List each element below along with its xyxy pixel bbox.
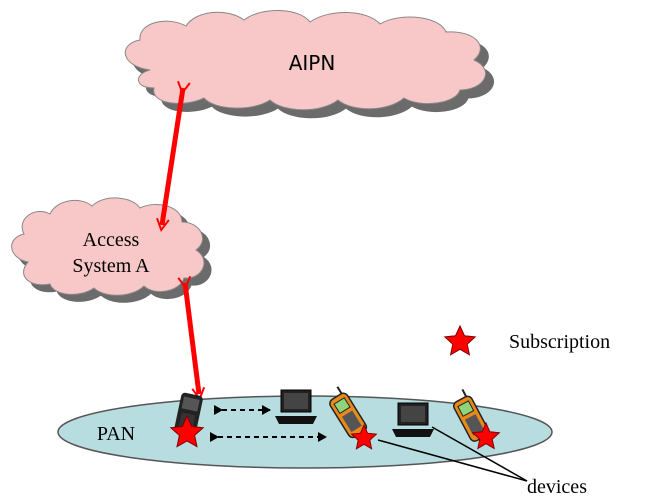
star-icon (350, 423, 378, 450)
star-icon (169, 414, 205, 448)
link-aipn-to-access (162, 88, 183, 225)
mobile-phone-icon (329, 386, 368, 439)
star-icon (443, 324, 477, 356)
subscription-label: Subscription (509, 331, 610, 353)
laptop-icon (275, 389, 317, 424)
devices-pointer-line (377, 439, 528, 482)
pda-icon (174, 392, 203, 435)
devices-pointer-line (431, 426, 528, 482)
pan-label: PAN (97, 423, 135, 445)
aipn-label: AIPN (289, 51, 336, 75)
aipn-cloud: AIPN (124, 9, 494, 119)
access-system-label-line2: System A (72, 255, 150, 277)
link-access-to-pan (185, 283, 199, 394)
devices-label: devices (527, 476, 587, 498)
access-system-label-line1: Access (83, 229, 140, 251)
mobile-phone-icon (453, 388, 490, 442)
star-icon (471, 421, 501, 450)
access-system-cloud: Access System A (11, 197, 212, 303)
laptop-icon (392, 402, 434, 437)
